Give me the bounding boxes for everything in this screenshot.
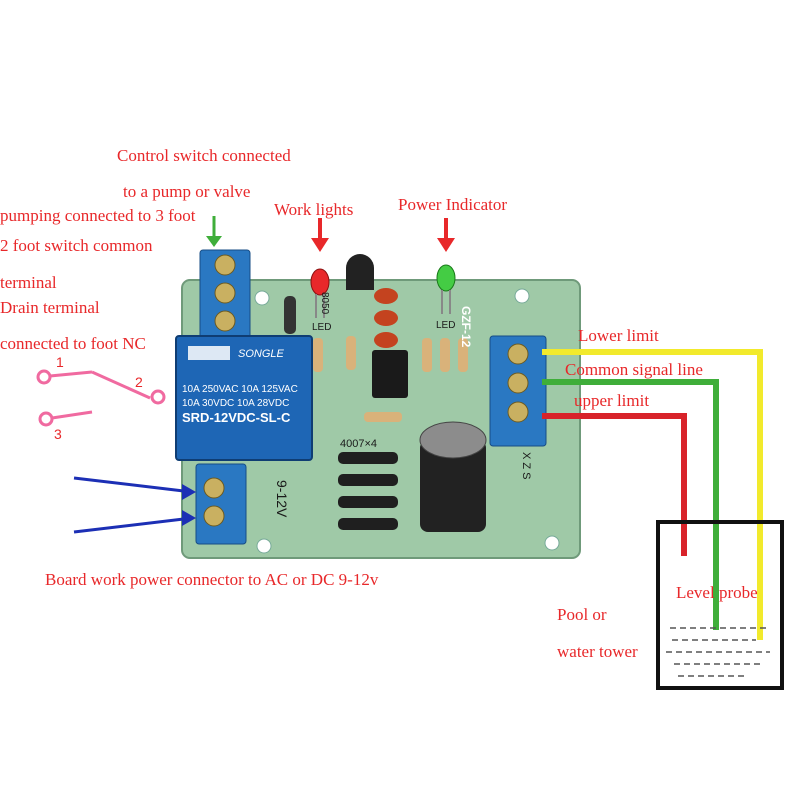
- green-led: [436, 264, 456, 314]
- electrolytic-capacitor: [419, 421, 487, 532]
- work-lights-label: Work lights: [274, 200, 354, 219]
- led-label-green: LED: [436, 320, 456, 331]
- flyback-diode: [284, 296, 296, 334]
- foot-nc-label: connected to foot NC: [0, 334, 146, 353]
- pumping-label: pumping connected to 3 foot: [0, 206, 196, 225]
- level-probe-label: Level probe: [676, 583, 758, 602]
- yellow-wire: [542, 349, 763, 640]
- resistors: [313, 336, 468, 422]
- relay-rating-2: 10A 30VDC 10A 28VDC: [182, 398, 290, 409]
- switch-pin-3: 3: [54, 426, 62, 442]
- annotation-arrows: [73, 216, 455, 534]
- red-led: [310, 268, 330, 318]
- drain-terminal-label: Drain terminal: [0, 298, 100, 317]
- output-terminal-block: [199, 249, 251, 341]
- rectifier-diodes: [338, 452, 398, 530]
- diode-label: 4007×4: [340, 438, 378, 450]
- relay-rating-1: 10A 250VAC 10A 125VAC: [182, 384, 298, 395]
- ceramic-capacitors: [374, 288, 398, 348]
- led-label-red: LED: [312, 322, 332, 333]
- probe-pins-label: X Z S: [520, 452, 532, 480]
- upper-limit-label: upper limit: [574, 391, 650, 410]
- lower-limit-label: Lower limit: [578, 326, 659, 345]
- switch-pin-1: 1: [56, 354, 64, 370]
- common-terminal-label-2: terminal: [0, 273, 57, 292]
- transistor-label: 8050: [319, 292, 330, 315]
- red-wire: [542, 413, 687, 556]
- board-power-label: Board work power connector to AC or DC 9…: [45, 570, 379, 589]
- pool-label-2: water tower: [557, 642, 638, 661]
- water-tank: [656, 520, 784, 690]
- probe-terminal-block: [489, 335, 547, 447]
- control-switch-label-1: Control switch connected: [117, 146, 291, 165]
- green-wire: [542, 379, 719, 630]
- pool-label-1: Pool or: [557, 605, 607, 624]
- switch-symbol: [36, 369, 166, 427]
- common-terminal-label-1: 2 foot switch common: [0, 236, 153, 255]
- voltage-label: 9-12V: [274, 480, 290, 518]
- board-id-label: GZF-12: [459, 306, 473, 348]
- control-switch-label-2: to a pump or valve: [123, 182, 251, 201]
- transistor: [346, 254, 374, 290]
- switch-pin-2: 2: [135, 374, 143, 390]
- relay: [175, 335, 313, 461]
- ic-chip: [372, 350, 408, 398]
- relay-brand: SONGLE: [238, 348, 284, 360]
- common-signal-label: Common signal line: [565, 360, 703, 379]
- relay-model: SRD-12VDC-SL-C: [182, 410, 291, 425]
- power-terminal-block: [195, 463, 247, 545]
- power-indicator-label: Power Indicator: [398, 195, 508, 214]
- probe-wires: [542, 349, 763, 640]
